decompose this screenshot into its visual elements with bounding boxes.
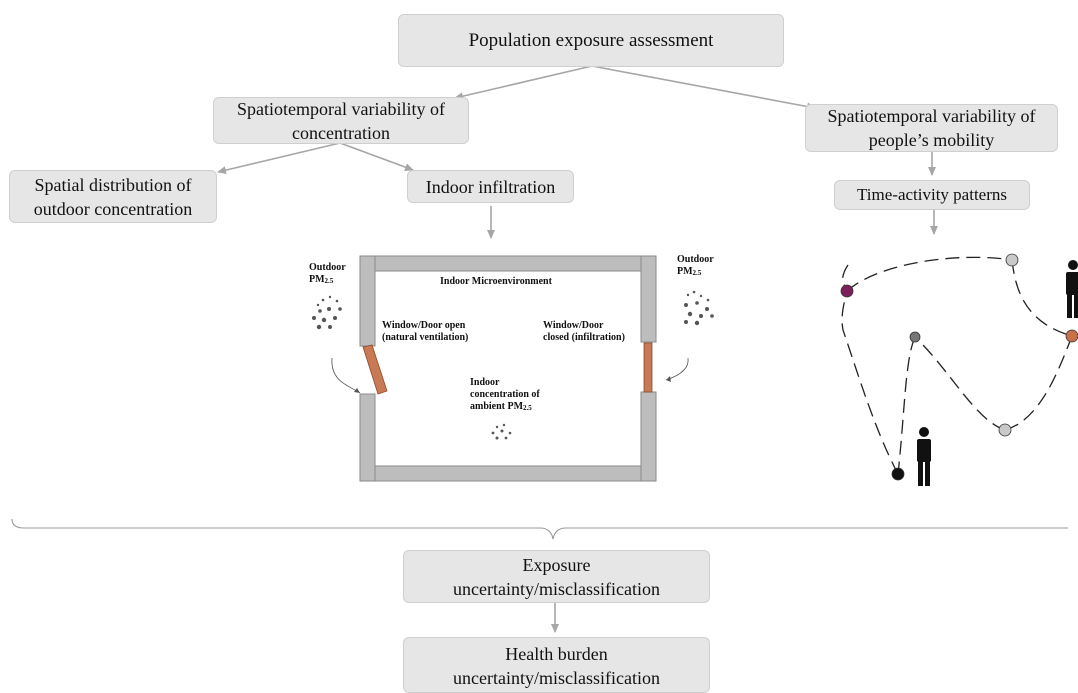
- population-label: Population exposure assessment: [468, 29, 714, 51]
- closed-door: [643, 342, 653, 393]
- outdoor-pm-left-label: Outdoor PM2.5: [309, 262, 346, 287]
- indoor-label: Indoor infiltration: [425, 176, 556, 197]
- health-label-1: Health burden: [505, 644, 608, 664]
- stop-purple: [840, 284, 854, 298]
- room-wall-right-upper: [640, 255, 657, 343]
- timeactivity-box: Time-activity patterns: [834, 180, 1030, 210]
- room-wall-left-lower: [359, 393, 376, 482]
- particles-right: [684, 290, 714, 326]
- outdoor-right-word: Outdoor: [677, 254, 714, 265]
- person-icon-bottom: [917, 427, 931, 486]
- pm-right-sub: 2.5: [692, 269, 702, 277]
- pm-left-sub: 2.5: [324, 277, 334, 285]
- arrow-to-spatial: [217, 142, 341, 175]
- exposure-label-1: Exposure: [522, 554, 591, 575]
- arrow-to-mobility: [591, 65, 816, 111]
- pm-right-word: PM: [677, 266, 693, 277]
- path-segment-f: [897, 336, 916, 475]
- indoor-box: Indoor infiltration: [407, 170, 574, 203]
- window-open-label: Window/Door open (natural ventilation): [382, 320, 468, 344]
- concentration-label-1: Spatiotemporal variability of: [237, 98, 445, 119]
- indoor-conc-sub: 2.5: [523, 404, 532, 412]
- spatial-label-2: outdoor concentration: [33, 198, 193, 219]
- arrow-to-concentration: [454, 65, 593, 101]
- stop-grey-top: [1005, 253, 1019, 267]
- person-icon-right: [1066, 260, 1078, 318]
- indoor-conc-line-1: Indoor: [470, 377, 500, 388]
- mobility-label-1: Spatiotemporal variability of: [827, 106, 1036, 126]
- outdoor-pm-right-label: Outdoor PM2.5: [677, 254, 714, 279]
- stop-dark-grey: [909, 331, 921, 343]
- population-box: Population exposure assessment: [398, 14, 784, 67]
- stop-grey-bottom: [998, 423, 1012, 437]
- indoor-conc-line-2: concentration of: [470, 389, 540, 400]
- spatial-label-1: Spatial distribution of: [34, 174, 192, 195]
- indoor-conc-line-3: ambient PM: [470, 401, 524, 412]
- open-door: [362, 344, 388, 395]
- outdoor-left-word: Outdoor: [309, 262, 346, 273]
- path-segment-c: [1011, 259, 1073, 337]
- timeactivity-label: Time-activity patterns: [857, 185, 1007, 204]
- particles-left: [312, 295, 342, 330]
- exposure-box: Exposure uncertainty/misclassification: [403, 550, 710, 603]
- window-closed-line-2: closed (infiltration): [543, 332, 625, 343]
- path-segment-b: [846, 256, 1013, 292]
- window-open-line-2: (natural ventilation): [382, 332, 469, 343]
- concentration-box: Spatiotemporal variability of concentrat…: [213, 97, 469, 144]
- particles-indoor: [491, 423, 512, 440]
- spatial-box: Spatial distribution of outdoor concentr…: [9, 170, 217, 223]
- path-segment-d: [1004, 335, 1073, 431]
- path-segment-g: [841, 290, 899, 475]
- stop-orange: [1065, 329, 1078, 343]
- arrow-to-indoor: [339, 142, 414, 171]
- concentration-label-2: concentration: [292, 122, 390, 143]
- bracket: [11, 518, 1068, 540]
- mobility-label-2: people’s mobility: [868, 130, 995, 150]
- mobility-box: Spatiotemporal variability of people’s m…: [805, 104, 1058, 152]
- window-open-line-1: Window/Door open: [382, 320, 466, 331]
- exposure-label-2: uncertainty/misclassification: [453, 578, 660, 599]
- pm-left-word: PM: [309, 274, 325, 285]
- path-segment-e: [914, 336, 1006, 431]
- window-closed-line-1: Window/Door: [543, 320, 604, 331]
- room-title: Indoor Microenvironment: [440, 276, 552, 287]
- indoor-concentration-label: Indoor concentration of ambient PM2.5: [470, 377, 540, 414]
- window-closed-label: Window/Door closed (infiltration): [543, 320, 625, 344]
- stop-black: [891, 467, 905, 481]
